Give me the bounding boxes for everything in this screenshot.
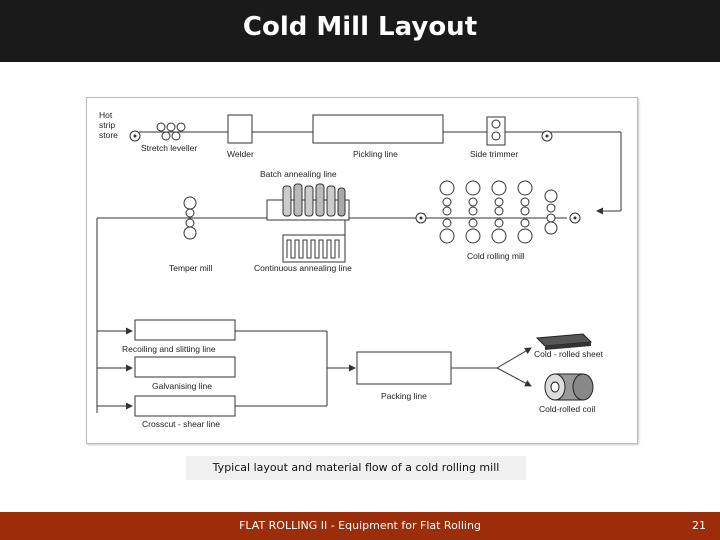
crosscut-shear-line: Crosscut - shear line (134, 395, 236, 429)
galvanising-line: Galvanising line (134, 356, 236, 391)
main-flow-lines (96, 131, 622, 413)
cold-rolled-coil: Cold-rolled coil (539, 373, 595, 414)
stretch-leveller-label: Stretch leveller (141, 143, 197, 153)
batch-annealing-line: Batch annealing line (260, 169, 350, 221)
temper-mill-roll-icon (183, 196, 197, 210)
footer-bar: FLAT ROLLING II - Equipment for Flat Rol… (0, 512, 720, 540)
page-number: 21 (692, 519, 706, 532)
hot-strip-store-label-1: Hot (99, 110, 113, 120)
figure-caption: Typical layout and material flow of a co… (212, 461, 500, 474)
crosscut-label: Crosscut - shear line (142, 419, 220, 429)
temper-mill: Temper mill (169, 196, 213, 273)
leveller-roll-icon (156, 122, 166, 132)
recoiling-label: Recoiling and slitting line (122, 344, 216, 354)
packing-line-box (356, 351, 452, 385)
cold-mill-diagram: Hot strip store Stretch leveller Welder … (86, 97, 638, 444)
crosscut-box (134, 395, 236, 417)
batch-annealing-label: Batch annealing line (260, 169, 337, 179)
welder: Welder (227, 114, 254, 159)
pickling-line: Pickling line (312, 114, 444, 159)
annealing-strip-path (286, 239, 340, 259)
stretch-leveller: Stretch leveller (141, 122, 197, 153)
to-sheet-arrow (496, 347, 532, 369)
cold-rolling-mill-label: Cold rolling mill (467, 251, 525, 261)
hot-strip-store-label-2: strip (99, 120, 115, 130)
pickling-line-box (312, 114, 444, 144)
hot-strip-store-label-3: store (99, 130, 118, 140)
footer-text: FLAT ROLLING II - Equipment for Flat Rol… (239, 519, 481, 532)
cold-rolling-mill: Cold rolling mill (415, 180, 581, 261)
side-trimmer-label: Side trimmer (470, 149, 518, 159)
diagram-canvas: Hot strip store Stretch leveller Welder … (96, 110, 622, 429)
packing-line: Packing line (356, 351, 452, 401)
side-trimmer: Side trimmer (470, 116, 553, 159)
continuous-annealing-line: Continuous annealing line (254, 234, 352, 273)
galvanising-box (134, 356, 236, 378)
stand-5-icon (544, 189, 558, 203)
pickling-line-label: Pickling line (353, 149, 398, 159)
galvanising-label: Galvanising line (152, 381, 212, 391)
cold-rolled-sheet: Cold - rolled sheet (534, 333, 604, 359)
slide-title: Cold Mill Layout (242, 12, 478, 42)
welder-box (227, 114, 253, 144)
to-coil-arrow (496, 367, 532, 387)
title-bar: Cold Mill Layout (0, 0, 720, 62)
stand-4-icon (517, 180, 533, 196)
cold-rolled-sheet-label: Cold - rolled sheet (534, 349, 604, 359)
continuous-annealing-label: Continuous annealing line (254, 263, 352, 273)
packing-line-label: Packing line (381, 391, 427, 401)
recoiling-box (134, 319, 236, 341)
hot-strip-store: Hot strip store (99, 110, 141, 142)
stand-1-icon (439, 180, 455, 196)
stand-2-icon (465, 180, 481, 196)
cold-rolled-coil-label: Cold-rolled coil (539, 404, 595, 414)
stand-3-icon (491, 180, 507, 196)
recoiling-and-slitting-line: Recoiling and slitting line (122, 319, 236, 354)
temper-mill-label: Temper mill (169, 263, 213, 273)
annealing-furnace-icon (282, 185, 292, 217)
figure-caption-box: Typical layout and material flow of a co… (186, 456, 526, 480)
welder-label: Welder (227, 149, 254, 159)
